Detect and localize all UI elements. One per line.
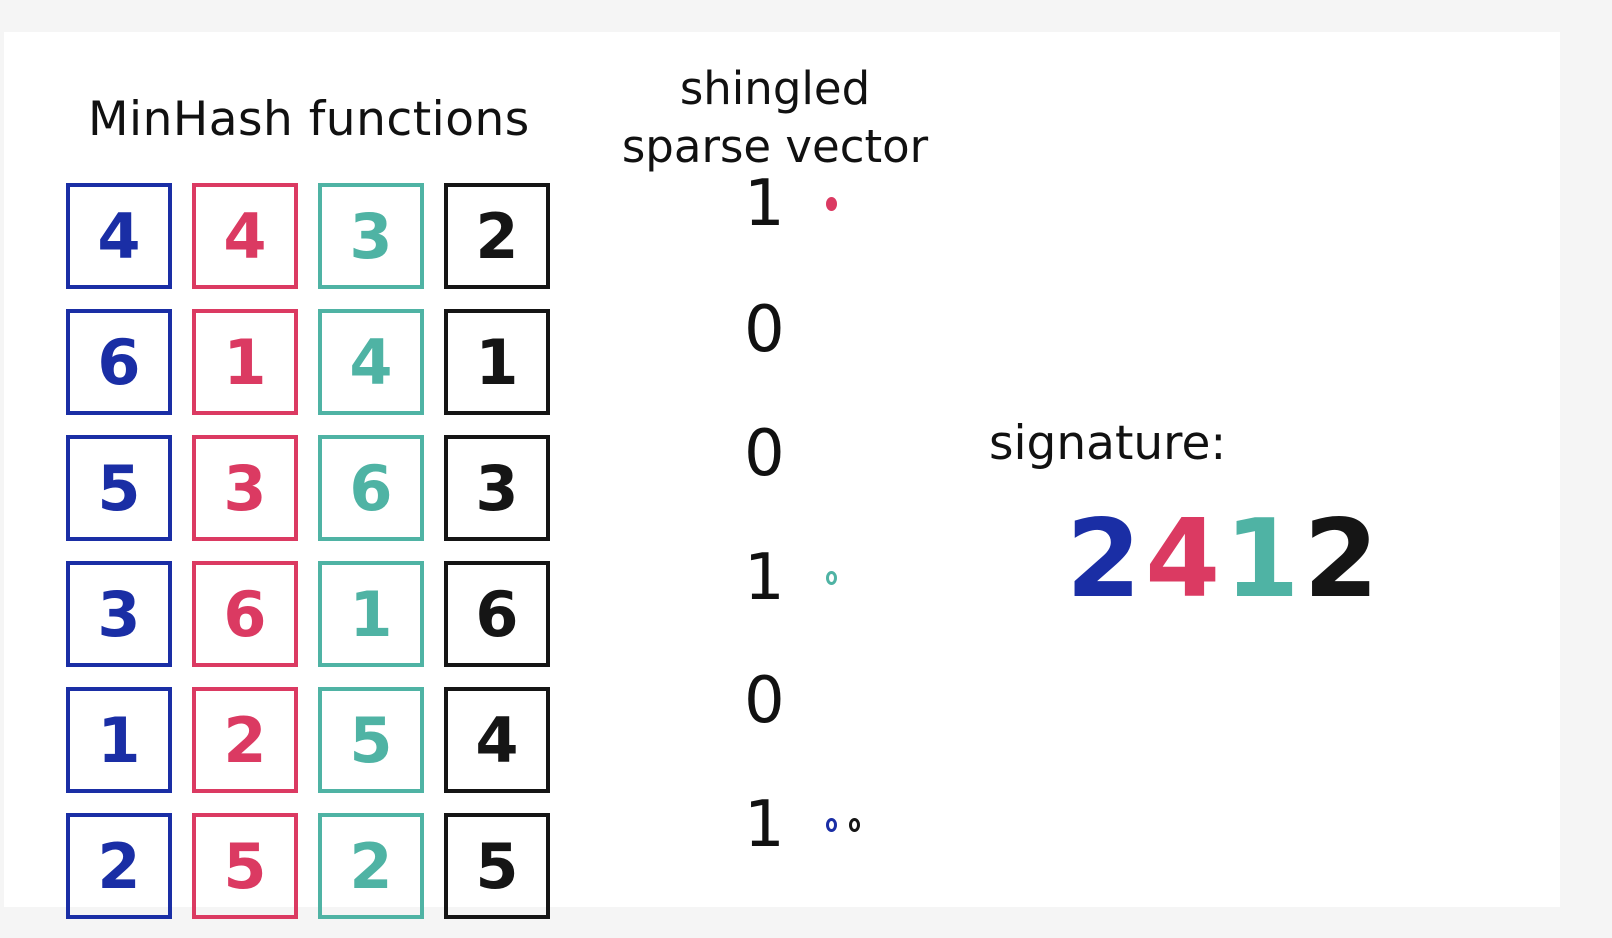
minhash-cell: 4: [66, 183, 172, 289]
minhash-cell: 5: [444, 813, 550, 919]
minhash-cell: 3: [318, 183, 424, 289]
minhash-cell: 2: [66, 813, 172, 919]
signature-value: 2: [1066, 497, 1146, 622]
signature-label: signature:: [989, 416, 1227, 471]
sparse-vector-title-line2: sparse vector: [621, 120, 929, 173]
vector-row: 0: [744, 277, 814, 383]
vector-row: 0: [744, 401, 814, 507]
signature-value: 4: [1145, 497, 1225, 622]
marker-dot-icon: [849, 818, 860, 832]
sparse-vector-title: shingled sparse vector: [610, 60, 940, 176]
minhash-cell: 2: [192, 687, 298, 793]
minhash-cell: 3: [444, 435, 550, 541]
minhash-cell: 2: [444, 183, 550, 289]
vector-row: 0: [744, 648, 814, 754]
sparse-vector-title-line1: shingled: [679, 62, 871, 115]
minhash-cell: 1: [444, 309, 550, 415]
minhash-cell: 6: [66, 309, 172, 415]
minhash-cell: 1: [192, 309, 298, 415]
minhash-cell: 4: [444, 687, 550, 793]
minhash-cell: 6: [444, 561, 550, 667]
vector-row: 1: [744, 525, 837, 631]
vector-row: 1: [744, 772, 860, 878]
minhash-cell: 3: [192, 435, 298, 541]
minhash-cell: 6: [192, 561, 298, 667]
minhash-cell: 4: [192, 183, 298, 289]
signature-values: 2412: [1066, 497, 1383, 622]
minhash-cell: 3: [66, 561, 172, 667]
minhash-functions-title: MinHash functions: [88, 92, 530, 147]
minhash-cell: 4: [318, 309, 424, 415]
minhash-cell: 2: [318, 813, 424, 919]
signature-value: 2: [1303, 497, 1383, 622]
marker-dot-icon: [826, 197, 837, 211]
diagram-canvas: MinHash functions shingled sparse vector…: [4, 32, 1560, 919]
vector-value: 0: [744, 417, 785, 491]
minhash-cell: 5: [66, 435, 172, 541]
vector-row: 1: [744, 151, 837, 257]
vector-value: 1: [744, 541, 785, 615]
minhash-cell: 6: [318, 435, 424, 541]
marker-dot-icon: [826, 818, 837, 832]
minhash-cell: 5: [192, 813, 298, 919]
minhash-cell: 1: [318, 561, 424, 667]
vector-value: 0: [744, 664, 785, 738]
vector-value: 1: [744, 167, 785, 241]
vector-value: 0: [744, 293, 785, 367]
marker-dot-icon: [826, 571, 837, 585]
vector-value: 1: [744, 788, 785, 862]
signature-value: 1: [1224, 497, 1304, 622]
minhash-cell: 5: [318, 687, 424, 793]
minhash-cell: 1: [66, 687, 172, 793]
